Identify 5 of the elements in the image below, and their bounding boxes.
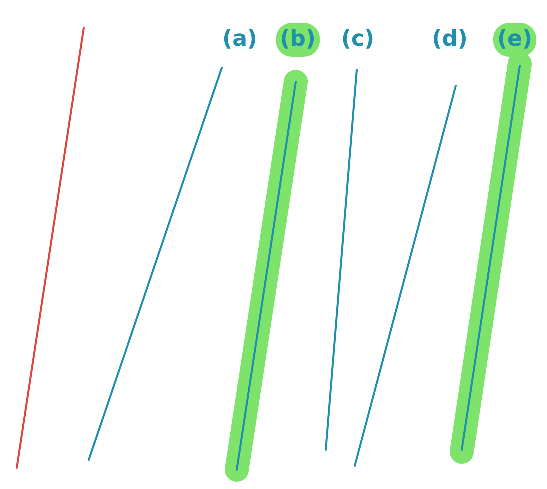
option-label: (d) [431, 26, 469, 54]
highlighted-option-label: (b) [276, 23, 320, 57]
option-label: (a) [222, 26, 258, 54]
highlighted-option-label: (e) [493, 23, 537, 57]
option-label: (c) [340, 26, 376, 54]
